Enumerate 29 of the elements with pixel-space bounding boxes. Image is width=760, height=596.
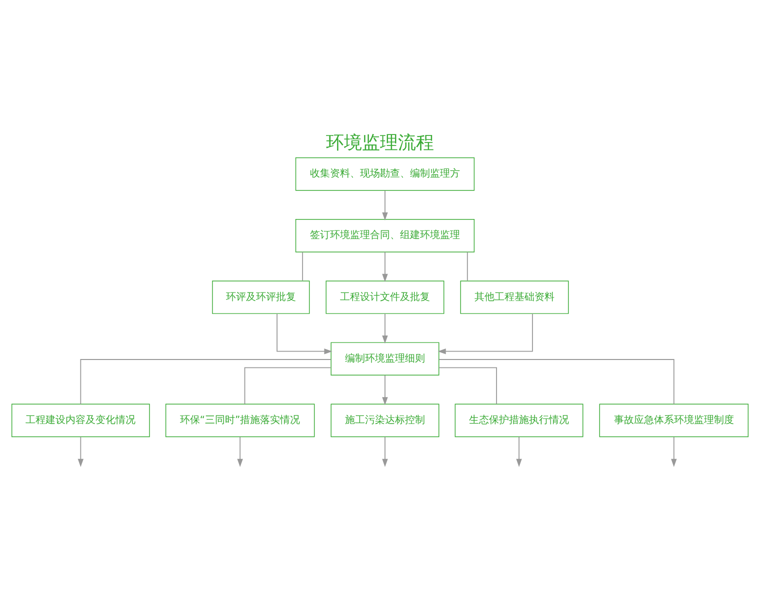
node-box: 环保“三同时”措施落实情况 [165,403,315,437]
arrow [237,436,243,467]
arrow [382,312,388,344]
node-box: 事故应急体系环境监理制度 [599,403,749,437]
arrow [516,436,522,467]
node-box: 工程建设内容及变化情况 [11,403,150,437]
connector [80,358,332,404]
connector [466,251,468,281]
connector [244,366,332,404]
node-box: 签订环境监理合同、组建环境监理 [295,218,475,252]
node-box: 生态保护措施执行情况 [454,403,584,437]
connector [302,251,304,281]
node-box: 环评及环评批复 [212,280,310,314]
arrow [78,436,84,467]
node-box: 工程设计文件及批复 [326,280,444,314]
node-box: 收集资料、现场勘查、编制监理方 [295,156,475,190]
connector [438,358,674,404]
arrow [671,436,677,467]
arrow [438,312,533,354]
arrow [382,190,388,220]
arrow [382,251,388,282]
arrow [382,436,388,467]
arrow [382,374,388,405]
node-box: 施工污染达标控制 [330,403,440,437]
node-box: 其他工程基础资料 [460,280,569,314]
connector [438,366,497,404]
node-box: 编制环境监理细则 [330,342,440,376]
diagram-title: 环境监理流程 [326,132,434,154]
arrow [276,312,332,354]
